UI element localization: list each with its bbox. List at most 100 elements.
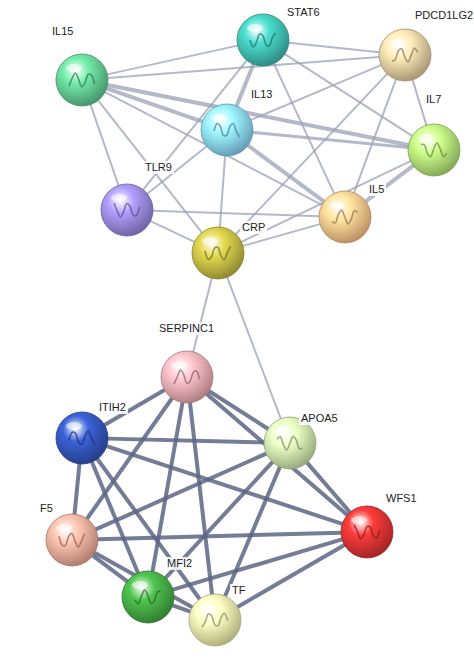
protein-node: TLR9 bbox=[100, 183, 154, 237]
node-label: TLR9 bbox=[143, 161, 174, 174]
node-label: F5 bbox=[38, 502, 55, 515]
protein-sphere bbox=[200, 103, 254, 157]
structure-icon bbox=[69, 431, 95, 445]
node-circle bbox=[56, 412, 108, 464]
sphere-highlight bbox=[274, 427, 290, 435]
sphere-highlight bbox=[351, 516, 367, 524]
node-label: STAT6 bbox=[285, 6, 322, 19]
interaction-line bbox=[153, 403, 183, 572]
interaction-line bbox=[248, 145, 324, 201]
protein-sphere bbox=[188, 593, 242, 647]
node-label: APOA5 bbox=[299, 412, 340, 425]
protein-sphere bbox=[191, 226, 245, 280]
structure-icon bbox=[214, 123, 240, 137]
node-circle bbox=[237, 14, 289, 66]
sphere-highlight bbox=[199, 604, 215, 612]
structure-icon bbox=[114, 203, 140, 217]
interaction-line bbox=[96, 454, 266, 530]
protein-node: IL7 bbox=[407, 123, 461, 177]
node-label: WFS1 bbox=[384, 492, 419, 505]
node-circle bbox=[192, 227, 244, 279]
node-label: IL7 bbox=[424, 93, 443, 106]
sphere-highlight bbox=[66, 422, 82, 430]
sphere-highlight bbox=[418, 134, 434, 142]
interaction-line bbox=[173, 539, 342, 589]
protein-sphere bbox=[378, 28, 432, 82]
protein-node: IL5 bbox=[318, 190, 372, 244]
interaction-line bbox=[153, 211, 319, 216]
protein-node: TF bbox=[188, 593, 242, 647]
interaction-line bbox=[108, 439, 264, 443]
node-label: MFI2 bbox=[165, 557, 194, 570]
sphere-highlight bbox=[211, 114, 227, 122]
protein-node: ITIH2 bbox=[55, 411, 109, 465]
structure-icon bbox=[421, 143, 447, 157]
protein-sphere bbox=[55, 411, 109, 465]
protein-sphere bbox=[45, 513, 99, 567]
protein-node: APOA5 bbox=[263, 416, 317, 470]
protein-node: SERPINC1 bbox=[160, 350, 214, 404]
node-circle bbox=[319, 191, 371, 243]
structure-icon bbox=[250, 33, 276, 47]
sphere-highlight bbox=[389, 39, 405, 47]
interaction-line bbox=[108, 57, 379, 78]
node-label: CRP bbox=[240, 221, 267, 234]
interaction-line bbox=[307, 463, 350, 513]
interaction-line bbox=[253, 133, 408, 148]
interaction-line bbox=[220, 156, 225, 227]
node-circle bbox=[46, 514, 98, 566]
interaction-line bbox=[91, 105, 119, 186]
sphere-highlight bbox=[171, 361, 187, 369]
interaction-line bbox=[151, 221, 195, 242]
protein-node: MFI2 bbox=[121, 570, 175, 624]
interaction-line bbox=[207, 394, 348, 515]
sphere-highlight bbox=[66, 64, 82, 72]
sphere-highlight bbox=[329, 201, 345, 209]
structure-icon bbox=[69, 73, 95, 87]
structure-icon bbox=[332, 210, 358, 224]
node-circle bbox=[408, 124, 460, 176]
interaction-line bbox=[354, 79, 396, 192]
node-label: IL5 bbox=[367, 183, 386, 196]
interaction-line bbox=[108, 85, 409, 145]
node-label: IL15 bbox=[50, 25, 75, 38]
node-circle bbox=[122, 571, 174, 623]
protein-sphere bbox=[340, 505, 394, 559]
node-circle bbox=[341, 506, 393, 558]
interaction-line bbox=[173, 605, 191, 611]
protein-node: STAT6 bbox=[236, 13, 290, 67]
sphere-highlight bbox=[132, 581, 148, 589]
structure-icon bbox=[59, 533, 85, 547]
structure-icon bbox=[354, 525, 380, 539]
protein-sphere bbox=[407, 123, 461, 177]
sphere-highlight bbox=[202, 237, 218, 245]
sphere-highlight bbox=[111, 194, 127, 202]
node-circle bbox=[56, 54, 108, 106]
interaction-line bbox=[289, 43, 379, 53]
structure-icon bbox=[202, 613, 228, 627]
protein-node: CRP bbox=[191, 226, 245, 280]
interaction-line bbox=[274, 64, 334, 194]
protein-sphere bbox=[236, 13, 290, 67]
interaction-line bbox=[98, 533, 341, 540]
protein-node: IL15 bbox=[55, 53, 109, 107]
interaction-line bbox=[193, 278, 211, 352]
protein-sphere bbox=[121, 570, 175, 624]
protein-node: PDCD1LG2 bbox=[378, 28, 432, 82]
structure-icon bbox=[174, 370, 200, 384]
structure-icon bbox=[277, 436, 303, 450]
interaction-line bbox=[227, 277, 281, 418]
interaction-line bbox=[225, 467, 280, 596]
protein-sphere bbox=[100, 183, 154, 237]
protein-node: F5 bbox=[45, 513, 99, 567]
node-circle bbox=[189, 594, 241, 646]
node-circle bbox=[101, 184, 153, 236]
protein-sphere bbox=[160, 350, 214, 404]
node-circle bbox=[201, 104, 253, 156]
sphere-highlight bbox=[247, 24, 263, 32]
structure-icon bbox=[392, 48, 418, 62]
sphere-highlight bbox=[56, 524, 72, 532]
structure-icon bbox=[135, 590, 161, 604]
protein-sphere bbox=[55, 53, 109, 107]
node-circle bbox=[379, 29, 431, 81]
